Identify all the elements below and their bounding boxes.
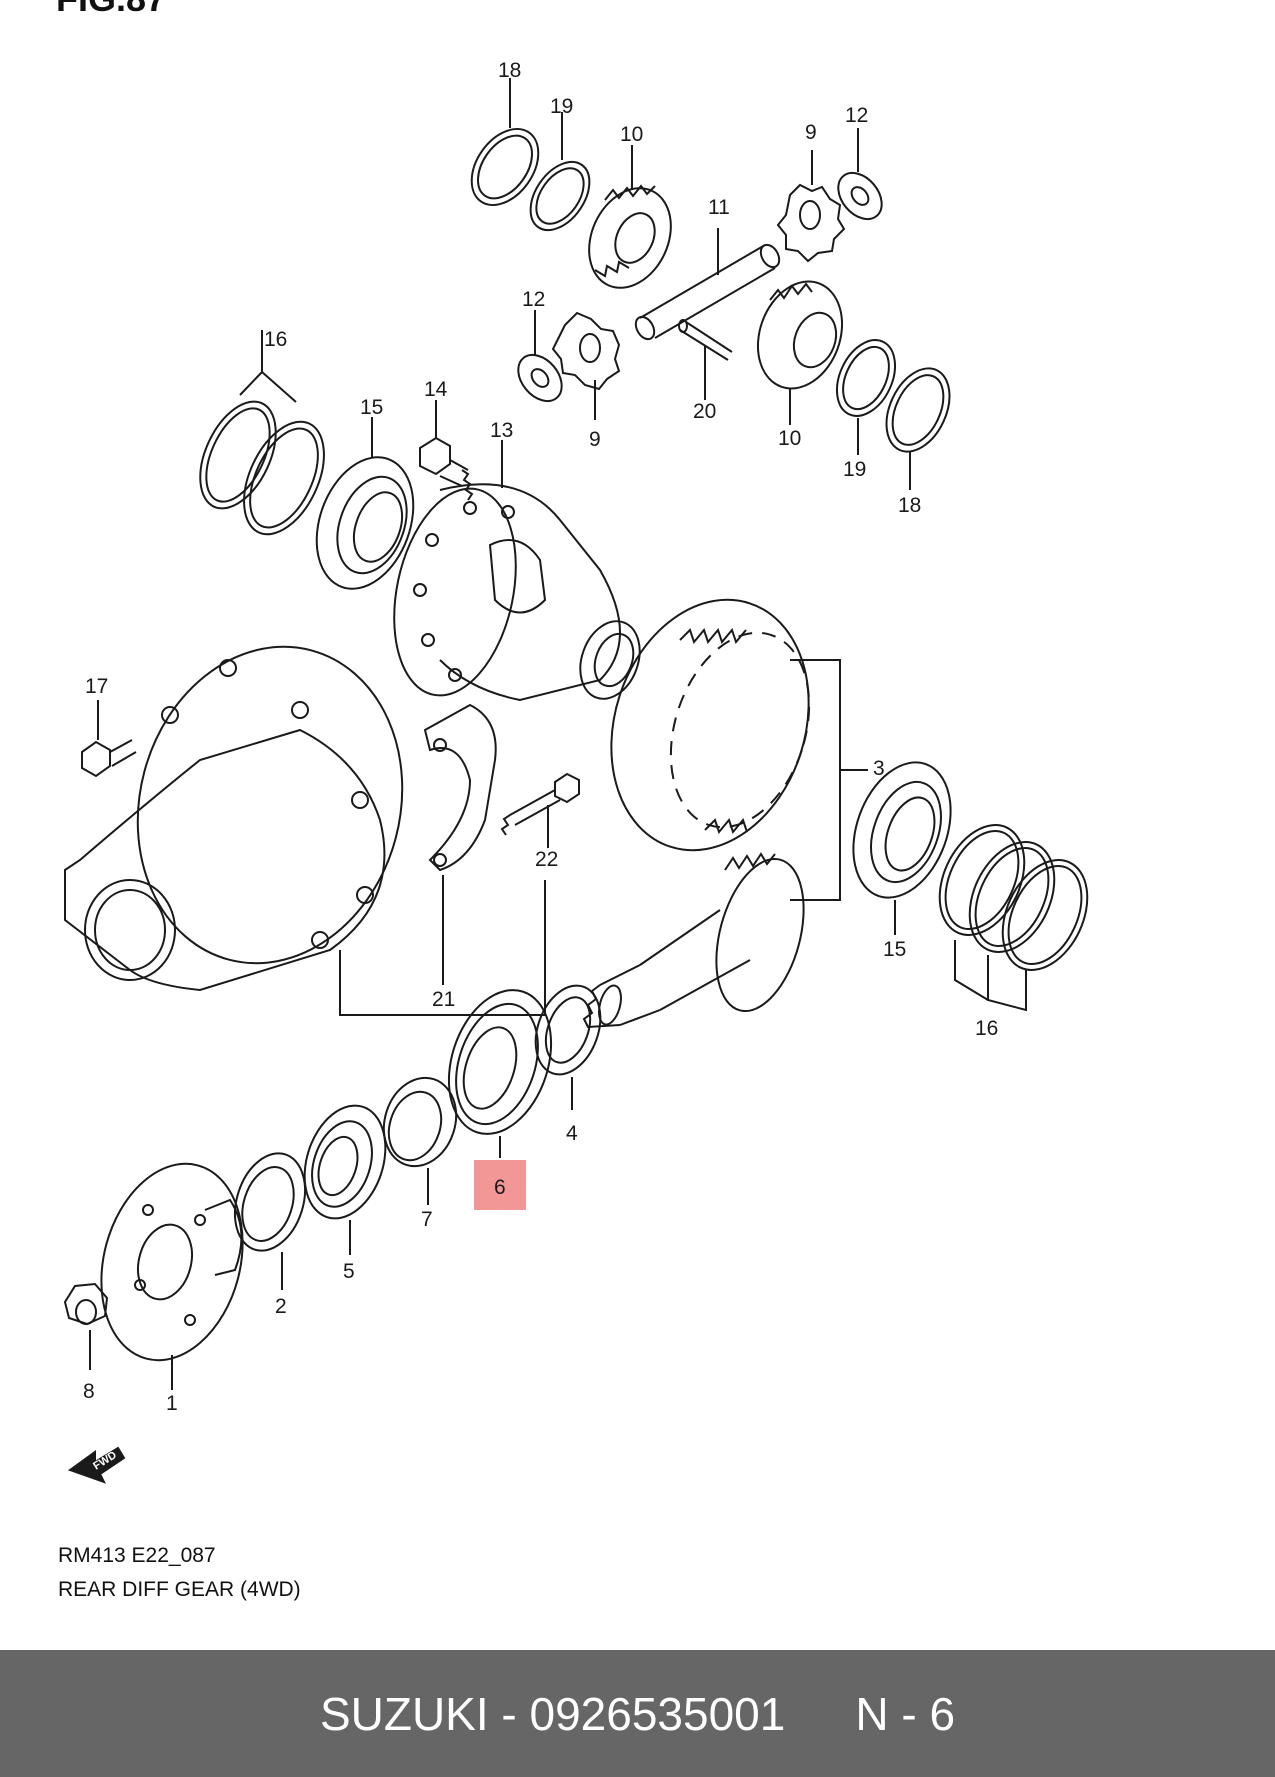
- callout-20: 20: [693, 400, 716, 423]
- figure-title: FIG.87: [56, 0, 166, 20]
- part-3-drive-pinion: [582, 852, 805, 1029]
- part-9-pinion-gear-top: [776, 150, 846, 263]
- part-3-ring-gear: [610, 598, 868, 901]
- part-19-ring-top: [529, 112, 591, 232]
- part-12-thrust-washer-top: [837, 128, 883, 221]
- callout-10-top: 10: [620, 123, 643, 146]
- part-11-pinion-shaft: [634, 228, 781, 341]
- highlighted-part-marker: [474, 1160, 526, 1210]
- callout-2: 2: [275, 1295, 287, 1318]
- callout-11: 11: [708, 196, 730, 219]
- callout-9-left: 9: [589, 428, 601, 451]
- part-info-footer: SUZUKI - 0926535001 N - 6: [0, 1650, 1275, 1777]
- part-17-bolt: [81, 700, 137, 778]
- part-14-bolt: [419, 400, 474, 501]
- part-18-ring-right: [885, 367, 951, 490]
- callout-16-right: 16: [975, 1017, 998, 1040]
- callout-9-top: 9: [805, 121, 817, 144]
- footer-ref: N - 6: [855, 1687, 956, 1740]
- part-2-oil-seal: [234, 1152, 306, 1290]
- part-7-spacer: [382, 1076, 458, 1205]
- callout-12-top: 12: [845, 104, 868, 127]
- part-18-ring-top: [470, 78, 540, 206]
- callout-6: 6: [494, 1176, 506, 1199]
- part-10-side-gear-top: [588, 145, 672, 289]
- callout-22: 22: [535, 848, 558, 871]
- part-16-shims-right: [938, 824, 1089, 1012]
- part-8-nut: [63, 1282, 109, 1370]
- part-15-bearing-left: [315, 417, 415, 590]
- footer-brand: SUZUKI: [319, 1687, 489, 1740]
- part-19-ring-right: [835, 339, 897, 455]
- part-22-bolt: [500, 772, 580, 848]
- callout-16-top: 16: [264, 328, 287, 351]
- part-carrier-housing: [64, 645, 546, 1016]
- callout-1: 1: [166, 1392, 178, 1415]
- part-1-companion-flange: [100, 1162, 244, 1390]
- callout-4: 4: [566, 1122, 578, 1145]
- part-10-side-gear-right: [756, 280, 844, 425]
- callout-13: 13: [490, 419, 513, 442]
- part-9-pinion-gear-left: [551, 311, 621, 420]
- part-20-pin: [678, 319, 733, 400]
- callout-18-top: 18: [498, 59, 521, 82]
- callout-7: 7: [421, 1208, 433, 1231]
- part-21-bearing-cap: [423, 703, 497, 985]
- part-16-shims-left: [199, 330, 325, 536]
- figure-code: RM413 E22_087: [58, 1544, 216, 1567]
- callout-18-right: 18: [898, 494, 921, 517]
- part-5-bearing: [303, 1104, 387, 1255]
- part-15-bearing-right: [852, 761, 952, 935]
- callout-19-top: 19: [550, 95, 573, 118]
- fwd-arrow-icon: FWD: [67, 1446, 126, 1484]
- part-13-differential-case: [393, 440, 641, 702]
- callout-15-right: 15: [883, 938, 906, 961]
- part-6-bearing: [447, 989, 553, 1158]
- part-12-thrust-washer-left: [517, 310, 563, 403]
- callout-14: 14: [424, 378, 448, 401]
- callout-12-left: 12: [522, 288, 545, 311]
- exploded-parts-diagram: FIG.87: [56, 0, 1089, 1601]
- figure-name: REAR DIFF GEAR (4WD): [58, 1578, 301, 1601]
- diagram-drawing: FWD 18 19 10 11 9 12 12 9 20 10 19 18 16…: [63, 59, 1089, 1484]
- callout-5: 5: [343, 1260, 355, 1283]
- callout-10-right: 10: [778, 427, 801, 450]
- callout-15-top: 15: [360, 396, 383, 419]
- footer-part-number: 0926535001: [529, 1687, 786, 1740]
- footer-separator: -: [488, 1687, 530, 1740]
- callout-8: 8: [83, 1380, 95, 1403]
- callout-19-right: 19: [843, 458, 866, 481]
- callout-17: 17: [85, 675, 108, 698]
- callout-3: 3: [873, 757, 885, 780]
- callout-21: 21: [432, 988, 455, 1011]
